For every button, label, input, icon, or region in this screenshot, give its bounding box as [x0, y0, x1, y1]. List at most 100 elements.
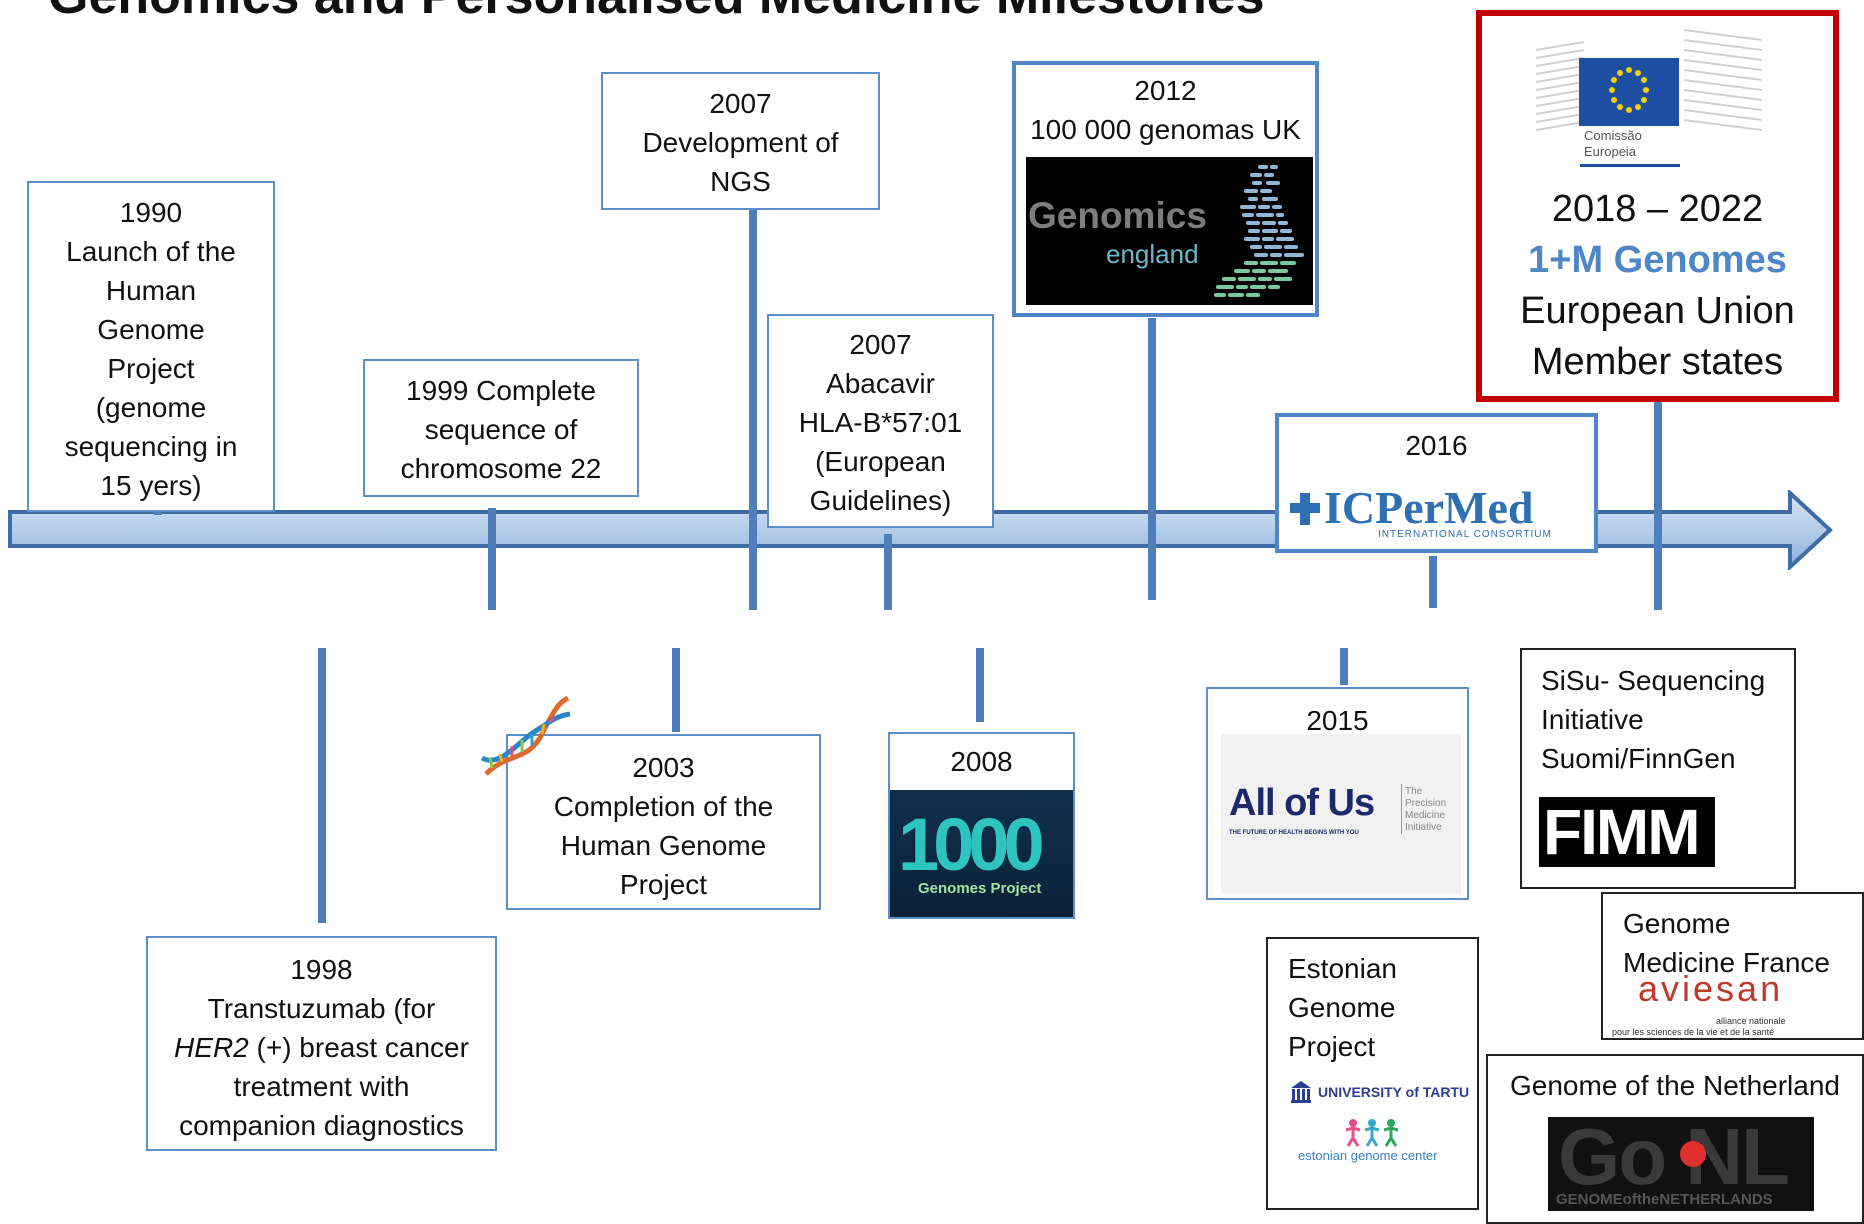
1000-genomes-logo: 1000 Genomes Project	[890, 790, 1073, 917]
genomics-england-word1: Genomics	[1028, 195, 1207, 236]
milestone-1999-line: 1999 Complete	[406, 375, 596, 406]
milestone-1990: 1990 Launch of the Human Genome Project …	[27, 181, 275, 512]
her2-gene: HER2	[174, 1032, 249, 1063]
all-of-us-divider	[1401, 784, 1402, 834]
milestone-1999-line: sequence of	[424, 414, 578, 445]
timeline-arrow	[8, 490, 1833, 570]
stem-2016	[1429, 556, 1437, 608]
milestone-2015-year: 2015	[1306, 705, 1369, 736]
netherlands-line: Genome of the Netherland	[1510, 1070, 1840, 1101]
stem-2012	[1148, 318, 1156, 600]
stem-2007-abacavir	[884, 534, 892, 610]
milestone-1998-line3: treatment with	[233, 1071, 410, 1102]
all-of-us-side: The Precision Medicine Initiative	[1405, 786, 1446, 834]
milestone-france: Genome Medicine France	[1601, 892, 1864, 1040]
estonian-genome-center-text: estonian genome center	[1298, 1148, 1438, 1163]
sisu-line: Suomi/FinnGen	[1541, 743, 1736, 774]
england-map-icon	[1214, 165, 1304, 297]
milestone-2007-ngs: 2007 Development of NGS	[601, 72, 880, 210]
european-commission-logo: Comissão Europeia	[1534, 20, 1764, 168]
milestone-1998-line4: companion diagnostics	[179, 1110, 464, 1141]
milestone-2007-abacavir-line: Abacavir	[826, 368, 935, 399]
stem-2018	[1654, 400, 1662, 610]
icpermed-logo-text: ICPerMed	[1324, 482, 1534, 533]
milestone-2008-year: 2008	[950, 746, 1013, 777]
milestone-2007-abacavir-line: (European	[815, 446, 946, 477]
ec-logo-text1: Comissão	[1584, 128, 1642, 143]
milestone-2016-year: 2016	[1405, 430, 1468, 461]
fimm-logo: FIMM	[1539, 797, 1715, 867]
milestone-1998-line2: HER2 (+) breast cancer	[148, 1028, 495, 1067]
milestone-2003-line: Human Genome	[560, 830, 767, 861]
icpermed-logo: ICPerMed INTERNATIONAL CONSORTIUM	[1286, 482, 1586, 541]
fimm-logo-text: FIMM	[1543, 796, 1700, 868]
sisu-line: Initiative	[1541, 704, 1644, 735]
university-of-tartu-text: UNIVERSITY of TARTU	[1318, 1084, 1470, 1100]
milestone-2007-abacavir-line: 2007	[849, 329, 912, 360]
stem-2003	[672, 648, 680, 732]
milestone-2003-line: Project	[619, 869, 708, 900]
milestone-2003-line: 2003	[632, 752, 695, 783]
estonia-line: Estonian	[1288, 953, 1397, 984]
milestone-1998-line1: Transtuzumab (for	[207, 993, 436, 1024]
milestone-2018-highlight: 1+M Genomes	[1528, 239, 1787, 281]
milestone-1990-line: Launch of the	[66, 236, 236, 267]
all-of-us-side-line: Medicine	[1405, 810, 1446, 821]
all-of-us-side-line: Initiative	[1405, 822, 1442, 833]
aviesan-sub2: pour les sciences de la vie et de la san…	[1612, 1027, 1775, 1037]
university-of-tartu-logo: UNIVERSITY of TARTU	[1290, 1078, 1470, 1106]
page-title: Genomics and Personalised Medicine Miles…	[48, 0, 1265, 26]
milestone-1990-line: Human	[105, 275, 197, 306]
milestone-2012-text: 100 000 genomas UK	[1030, 114, 1301, 145]
estonia-line: Genome	[1288, 992, 1396, 1023]
milestone-estonia: Estonian Genome Project	[1266, 937, 1479, 1210]
milestone-1998: 1998 Transtuzumab (for HER2 (+) breast c…	[146, 936, 497, 1151]
eu-stars-icon	[1609, 67, 1649, 113]
milestone-2018-years: 2018 – 2022	[1551, 188, 1764, 230]
stem-2008	[976, 648, 984, 722]
icpermed-logo-sub: INTERNATIONAL CONSORTIUM	[1378, 529, 1552, 540]
milestone-2007-ngs-line: 2007	[709, 88, 772, 119]
estonia-line: Project	[1288, 1031, 1376, 1062]
milestone-2016: 2016	[1275, 413, 1598, 553]
genomics-england-word2: england	[1106, 239, 1199, 269]
all-of-us-main: All of Us	[1229, 782, 1375, 824]
genomics-england-logo: Genomics england	[1026, 157, 1313, 305]
1000-genomes-text: Genomes Project	[918, 880, 1042, 897]
france-line: Medicine France	[1623, 947, 1830, 978]
milestone-2003-line: Completion of the	[553, 791, 774, 822]
people-icon	[1345, 1119, 1399, 1147]
milestone-1990-line: 1990	[119, 197, 183, 228]
aviesan-logo-text: aviesan	[1638, 968, 1784, 1009]
aviesan-logo: aviesan alliance nationale pour les scie…	[1612, 968, 1812, 1038]
milestone-1998-line2-rest: (+) breast cancer	[248, 1032, 469, 1063]
gonl-red-dot	[1680, 1141, 1706, 1167]
all-of-us-side-line: Precision	[1405, 798, 1447, 809]
gonl-logo: Go NL GENOMEoftheNETHERLANDS	[1548, 1117, 1814, 1211]
all-of-us-side-line: The	[1405, 786, 1423, 797]
all-of-us-tagline: THE FUTURE OF HEALTH BEGINS WITH YOU	[1229, 830, 1359, 836]
milestone-2007-ngs-line: Development of	[642, 127, 839, 158]
milestone-1998-year: 1998	[290, 954, 353, 985]
all-of-us-logo: All of Us The Precision Medicine Initiat…	[1221, 734, 1461, 894]
milestone-2012-year: 2012	[1134, 75, 1197, 106]
milestone-1990-line: Project	[107, 353, 195, 384]
milestone-1990-line: (genome	[95, 392, 207, 423]
building-lines-icon	[1535, 29, 1763, 131]
milestone-2007-abacavir-line: HLA-B*57:01	[798, 407, 963, 438]
milestone-2007-ngs-line: NGS	[710, 166, 771, 197]
university-building-icon	[1291, 1081, 1311, 1103]
stem-2015	[1340, 648, 1348, 685]
ec-logo-underline	[1580, 164, 1680, 167]
milestone-2007-abacavir: 2007 Abacavir HLA-B*57:01 (European Guid…	[767, 314, 994, 528]
gonl-logo-sub: GENOMEoftheNETHERLANDS	[1556, 1191, 1773, 1208]
milestone-2003: 2003 Completion of the Human Genome Proj…	[506, 734, 821, 910]
milestone-1999-line: chromosome 22	[400, 453, 602, 484]
1000-genomes-number: 1000	[898, 803, 1045, 886]
milestone-1999: 1999 Complete sequence of chromosome 22	[363, 359, 639, 497]
stem-2007-ngs	[749, 210, 757, 610]
milestone-1990-line: sequencing in	[64, 431, 238, 462]
ec-logo-text2: Europeia	[1584, 144, 1637, 159]
milestone-2018-line4: Member states	[1531, 341, 1784, 383]
milestone-2018-line3: European Union	[1520, 290, 1795, 332]
